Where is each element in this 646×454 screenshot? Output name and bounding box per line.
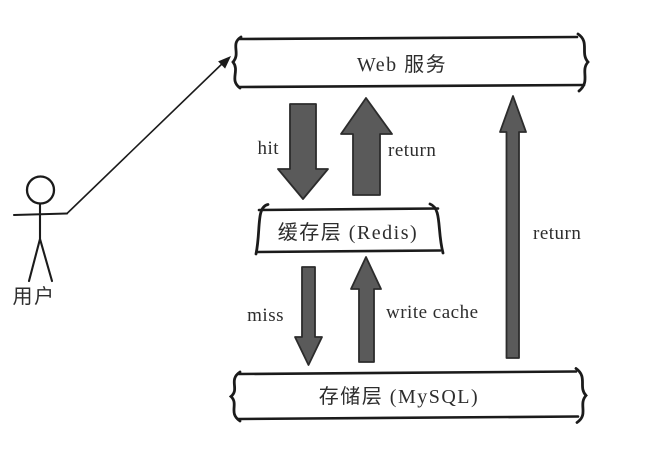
return-long-arrow-icon <box>499 95 527 359</box>
cache-box-top-line <box>257 207 440 212</box>
web-box-right-bracket <box>576 32 590 93</box>
storage-box-right-bracket <box>574 367 588 424</box>
cache-layer-label: 缓存层 (Redis) <box>278 221 418 244</box>
web-box-bottom-line <box>237 83 586 89</box>
stick-figure-arms <box>12 212 69 217</box>
user-request-arrowhead-icon <box>218 56 231 69</box>
cache-box-bottom-line <box>255 249 442 254</box>
cache-box-left-bracket <box>254 203 270 256</box>
node-cache-layer: 缓存层 (Redis) <box>254 202 445 256</box>
stick-figure-legs <box>27 235 54 283</box>
write-cache-arrow-icon <box>350 256 382 363</box>
edge-return-storage-to-web: return <box>499 95 581 359</box>
write-cache-label: write cache <box>386 302 479 323</box>
cache-box-right-bracket <box>428 202 445 255</box>
user-request-line <box>66 59 227 215</box>
edge-miss: miss <box>247 266 323 366</box>
return-label-right: return <box>533 223 581 244</box>
web-service-label: Web 服务 <box>357 53 447 76</box>
storage-box-top-line <box>237 370 578 376</box>
stick-figure-head <box>25 175 56 205</box>
actor-label: 用户 <box>13 285 56 308</box>
web-box-left-bracket <box>231 35 243 90</box>
edge-write-cache: write cache <box>350 256 479 363</box>
edge-user-to-web <box>66 56 231 215</box>
storage-layer-label: 存储层 (MySQL) <box>319 385 479 408</box>
storage-box-bottom-line <box>236 415 580 421</box>
storage-box-left-bracket <box>228 370 242 423</box>
return-label-top: return <box>388 140 436 161</box>
node-web-service: Web 服务 <box>231 32 590 93</box>
edge-hit: hit <box>257 103 329 200</box>
miss-arrow-icon <box>294 266 323 366</box>
actor-user: 用户 <box>12 175 69 308</box>
node-storage-layer: 存储层 (MySQL) <box>228 367 588 424</box>
web-box-top-line <box>237 35 579 41</box>
miss-label: miss <box>247 305 284 326</box>
hit-arrow-icon <box>277 103 329 200</box>
hit-label: hit <box>257 138 279 159</box>
return-up-arrow-icon <box>340 97 393 196</box>
edge-return-cache-to-web: return <box>340 97 436 196</box>
